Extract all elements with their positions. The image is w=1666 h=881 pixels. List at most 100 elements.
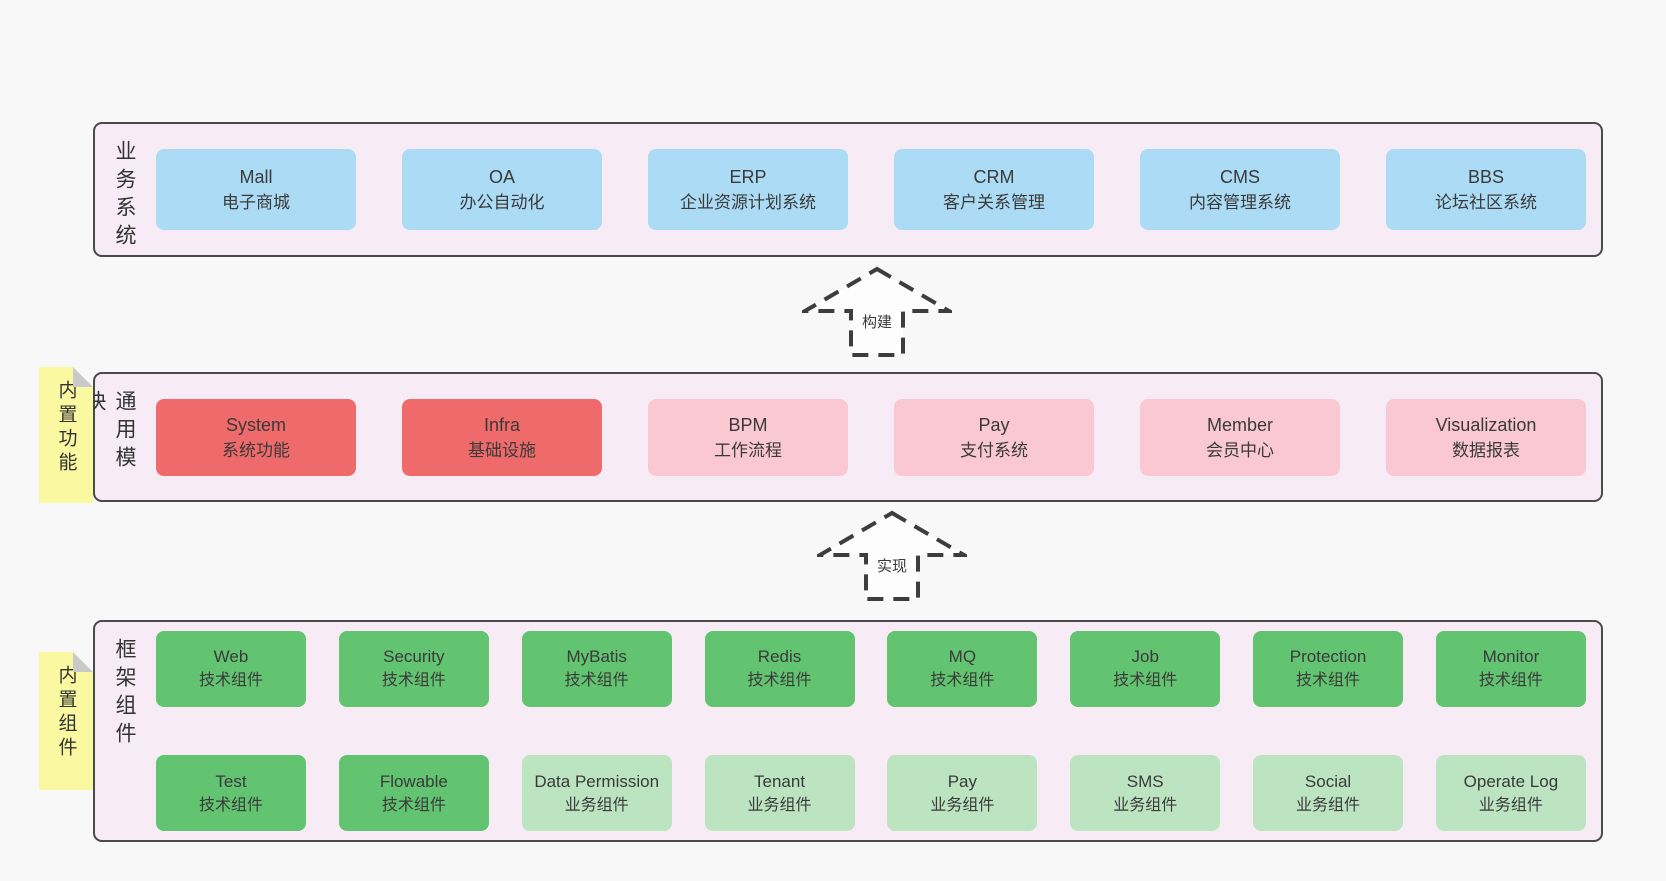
box-web: Web 技术组件 xyxy=(156,630,306,707)
box-title: Infra xyxy=(483,414,521,435)
box-member: Member 会员中心 xyxy=(1140,398,1340,476)
box-subtitle: 技术组件 xyxy=(198,672,263,690)
sticky-tag-builtin-features: 内置功能 xyxy=(39,367,93,503)
box-title: CMS xyxy=(1220,167,1260,187)
box-subtitle: 基础设施 xyxy=(468,440,536,460)
box-title: Mall xyxy=(239,167,273,187)
box-title: Social xyxy=(1304,771,1352,791)
box-subtitle: 电子商城 xyxy=(222,193,290,212)
box-subtitle: 数据报表 xyxy=(1452,440,1520,460)
box-title: Pay xyxy=(947,771,978,791)
box-subtitle: 会员中心 xyxy=(1206,440,1274,460)
box-title: Redis xyxy=(757,647,802,667)
box-subtitle: 技术组件 xyxy=(381,672,446,690)
sticky-tag-builtin-components: 内置组件 xyxy=(39,652,93,790)
box-title: Security xyxy=(383,647,445,667)
sticky-tag-label: 内置组件 xyxy=(55,665,77,761)
box-visualization: Visualization 数据报表 xyxy=(1386,398,1586,476)
box-subtitle: 业务组件 xyxy=(1478,796,1543,814)
box-protection: Protection 技术组件 xyxy=(1253,630,1404,707)
box-erp: ERP 企业资源计划系统 xyxy=(648,149,848,230)
box-title: Web xyxy=(213,647,249,667)
box-subtitle: 业务组件 xyxy=(747,796,812,814)
layer-label-modules: 通用模块 xyxy=(83,390,136,474)
box-title: BPM xyxy=(728,414,768,435)
box-monitor: Monitor 技术组件 xyxy=(1435,630,1586,707)
box-title: OA xyxy=(488,167,515,187)
dashed-up-arrow-icon xyxy=(802,266,952,357)
box-grid-business: Mall 电子商城 OA 办公自动化 ERP 企业资源计划系统 CRM 客户关系管理 CMS 内容… xyxy=(139,124,1601,255)
box-subtitle: 系统功能 xyxy=(222,440,290,460)
box-title: Member xyxy=(1206,414,1273,435)
box-mybatis: MyBatis 技术组件 xyxy=(521,630,672,707)
layer-label-components: 框架组件 xyxy=(113,638,136,750)
folded-corner-icon xyxy=(73,367,93,387)
box-subtitle: 工作流程 xyxy=(714,440,782,460)
box-title: Flowable xyxy=(379,771,448,791)
box-subtitle: 技术组件 xyxy=(564,672,629,690)
box-subtitle: 业务组件 xyxy=(564,796,629,814)
box-subtitle: 技术组件 xyxy=(1478,672,1543,690)
box-subtitle: 办公自动化 xyxy=(459,193,545,212)
dashed-up-arrow-icon xyxy=(817,510,967,601)
box-social: Social 业务组件 xyxy=(1253,755,1404,832)
box-title: CRM xyxy=(973,167,1015,187)
layer-business-systems: 业务系统 Mall 电子商城 OA 办公自动化 ERP 企业资源计划系统 CRM 客户关系管理… xyxy=(93,122,1603,257)
arrow-label-build: 构建 xyxy=(858,314,896,331)
box-title: MQ xyxy=(948,647,977,667)
arrow-label-implement: 实现 xyxy=(873,558,911,575)
box-bpm: BPM 工作流程 xyxy=(648,398,848,476)
box-subtitle: 技术组件 xyxy=(747,672,812,690)
box-security: Security 技术组件 xyxy=(338,630,489,707)
box-title: SMS xyxy=(1126,771,1164,791)
box-title: Monitor xyxy=(1482,647,1540,667)
box-crm: CRM 客户关系管理 xyxy=(894,149,1094,230)
box-subtitle: 技术组件 xyxy=(1113,672,1178,690)
folded-corner-icon xyxy=(73,652,93,672)
box-cms: CMS 内容管理系统 xyxy=(1140,149,1340,230)
box-subtitle: 论坛社区系统 xyxy=(1435,193,1537,212)
box-title: Test xyxy=(215,771,247,791)
box-subtitle: 支付系统 xyxy=(960,440,1028,460)
box-redis: Redis 技术组件 xyxy=(704,630,855,707)
box-system: System 系统功能 xyxy=(156,398,356,476)
layer-label-business: 业务系统 xyxy=(113,140,136,252)
box-subtitle: 业务组件 xyxy=(1113,796,1178,814)
box-title: ERP xyxy=(729,167,767,187)
box-job: Job 技术组件 xyxy=(1070,630,1221,707)
box-tenant: Tenant 业务组件 xyxy=(704,755,855,832)
box-subtitle: 技术组件 xyxy=(1296,672,1361,690)
box-title: Job xyxy=(1131,647,1159,667)
box-subtitle: 业务组件 xyxy=(1296,796,1361,814)
box-title: Protection xyxy=(1289,647,1367,667)
box-infra: Infra 基础设施 xyxy=(402,398,602,476)
box-subtitle: 技术组件 xyxy=(930,672,995,690)
box-title: Tenant xyxy=(754,771,806,791)
box-oa: OA 办公自动化 xyxy=(402,149,602,230)
box-subtitle: 客户关系管理 xyxy=(943,193,1045,212)
sticky-tag-label: 内置功能 xyxy=(55,380,77,476)
box-subtitle: 企业资源计划系统 xyxy=(680,193,816,212)
box-sms: SMS 业务组件 xyxy=(1070,755,1221,832)
box-title: System xyxy=(225,414,286,435)
box-title: Visualization xyxy=(1435,414,1537,435)
box-title: MyBatis xyxy=(566,647,627,667)
arrow-build: 构建 xyxy=(802,266,952,358)
box-mq: MQ 技术组件 xyxy=(887,630,1038,707)
box-subtitle: 内容管理系统 xyxy=(1189,193,1291,212)
arrow-implement: 实现 xyxy=(817,510,967,602)
